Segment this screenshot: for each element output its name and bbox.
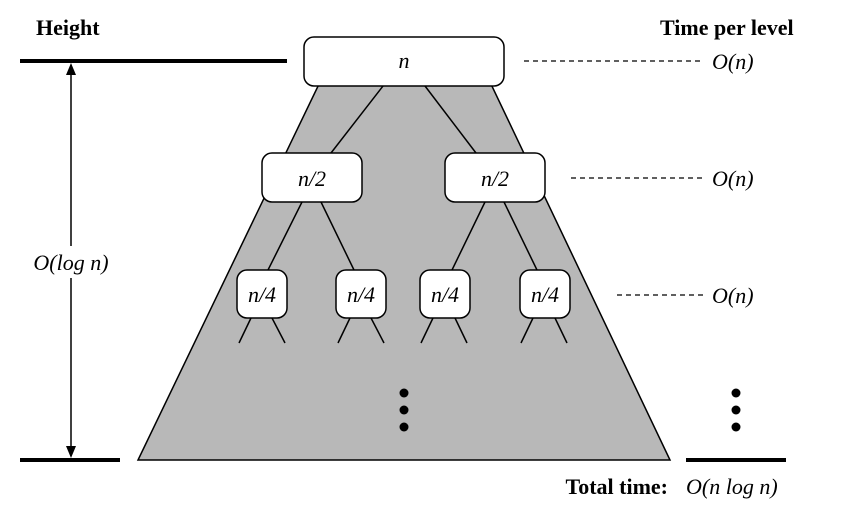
- tree-node-level2: n/4: [519, 269, 571, 319]
- height-label: O(log n): [33, 250, 108, 275]
- recursion-triangle: [136, 81, 672, 461]
- level2-label-1: n/4: [347, 282, 375, 307]
- edge-l1a-right: [320, 201, 355, 271]
- level-time-0: O(n): [712, 49, 754, 74]
- total-time-value: O(n log n): [686, 474, 778, 499]
- root-label: n: [399, 48, 410, 73]
- time-ellipsis: [731, 388, 741, 432]
- tree-node-level1: n/2: [261, 152, 363, 203]
- level2-label-0: n/4: [248, 282, 276, 307]
- tree-node-level2: n/4: [335, 269, 387, 319]
- time-per-level-header: Time per level: [660, 15, 794, 40]
- edge-root-right: [424, 85, 477, 154]
- level1-label-1: n/2: [481, 166, 509, 191]
- height-label-bg: [22, 246, 120, 278]
- tree-node-root: n: [303, 36, 505, 87]
- level1-label-0: n/2: [298, 166, 326, 191]
- tree-node-level1: n/2: [444, 152, 546, 203]
- edge-l1b-right: [503, 201, 538, 271]
- edge-l1a-left: [267, 201, 303, 271]
- level2-stubs: [238, 317, 568, 344]
- tree-node-level2: n/4: [419, 269, 471, 319]
- height-header: Height: [36, 15, 100, 40]
- level-time-1: O(n): [712, 166, 754, 191]
- level-time-2: O(n): [712, 283, 754, 308]
- edge-root-left: [330, 85, 384, 154]
- tree-ellipsis: [399, 388, 409, 432]
- total-time-label: Total time:: [566, 474, 668, 499]
- level2-label-2: n/4: [431, 282, 459, 307]
- edge-l1b-left: [451, 201, 486, 271]
- tree-node-level2: n/4: [236, 269, 288, 319]
- level2-label-3: n/4: [531, 282, 559, 307]
